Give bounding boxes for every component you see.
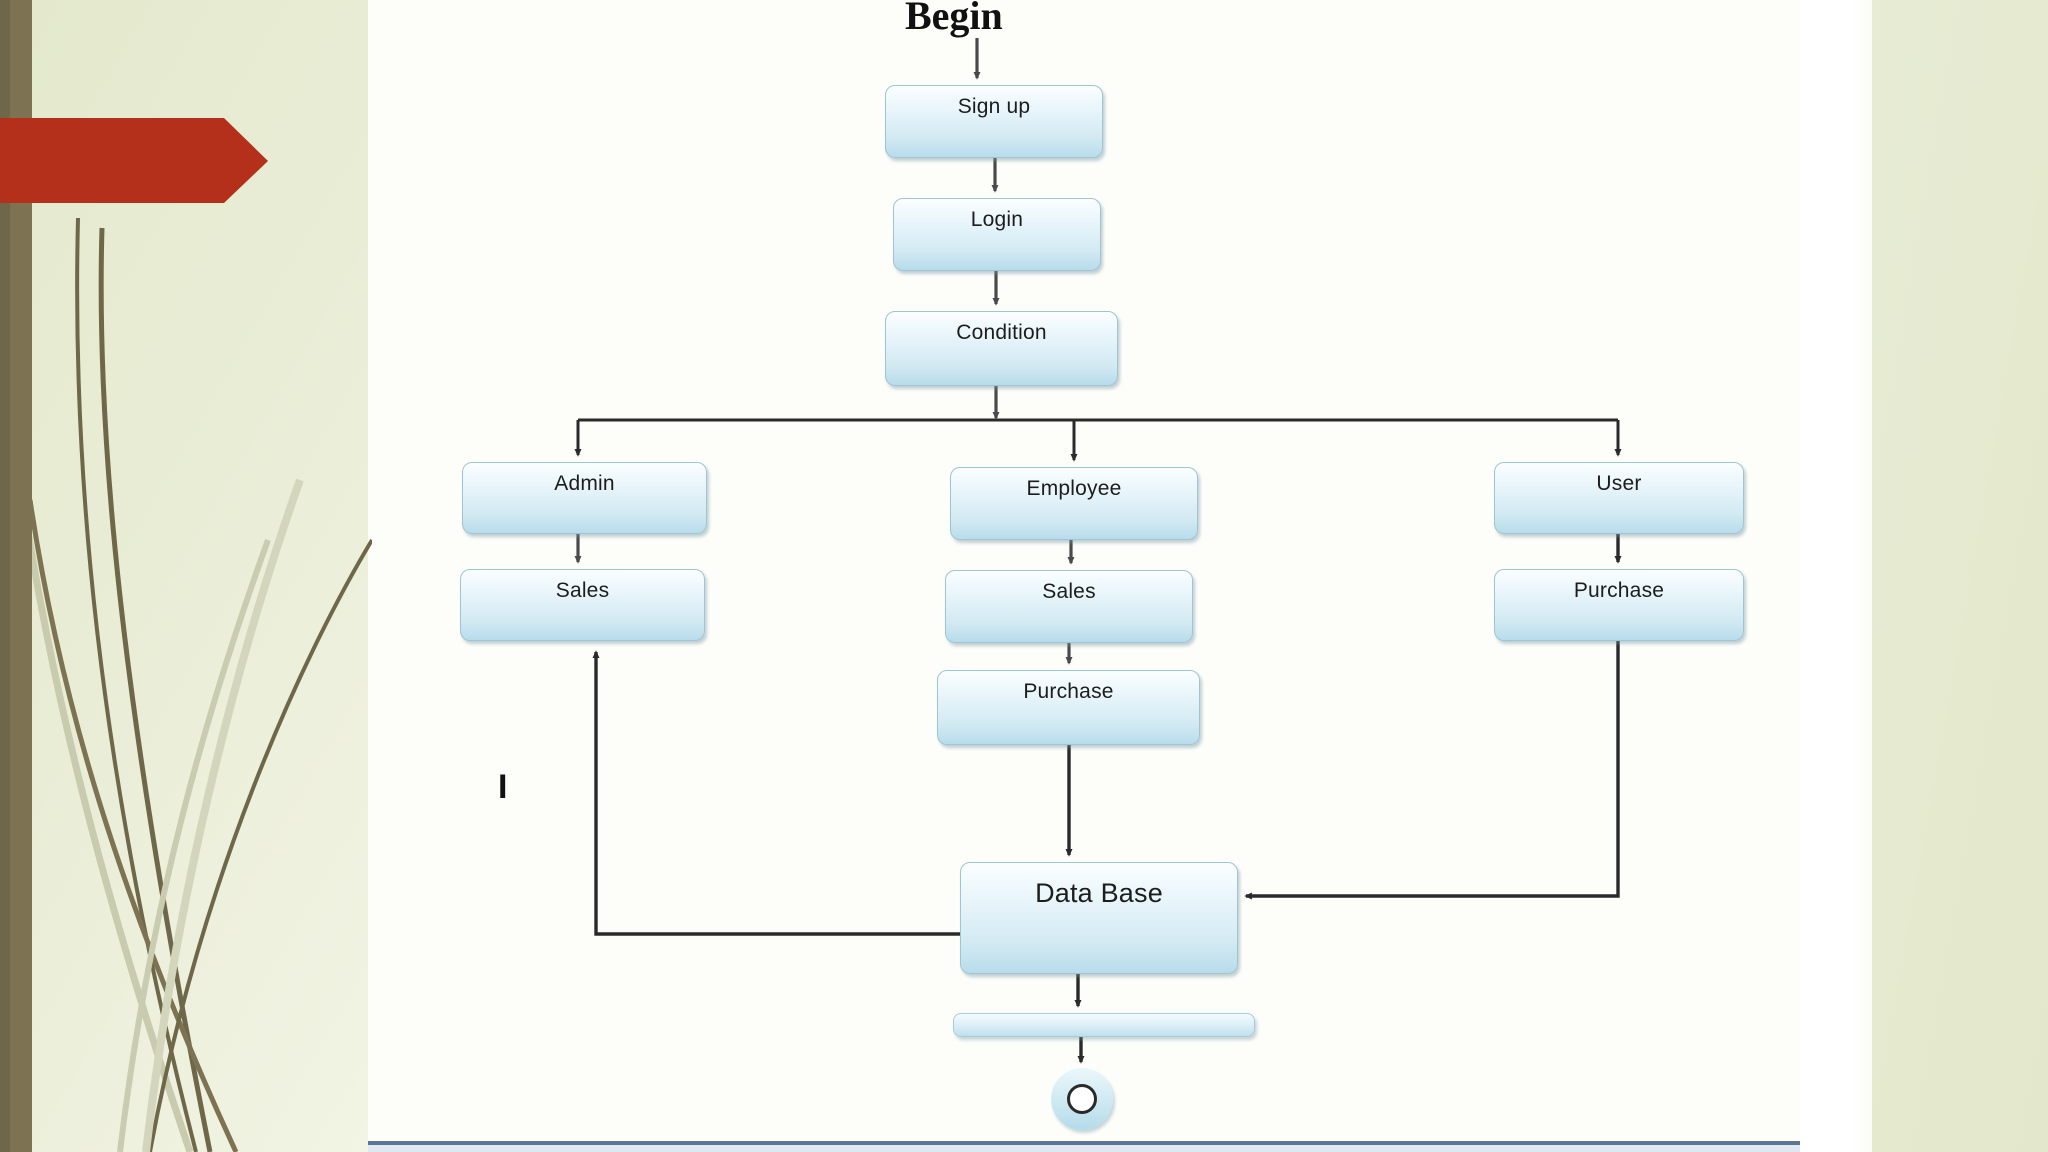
node-user-purchase-label: Purchase — [1573, 579, 1665, 602]
node-condition-label: Condition — [956, 321, 1047, 344]
node-user-purchase[interactable]: Purchase — [1494, 569, 1744, 641]
node-sign-up[interactable]: Sign up — [885, 85, 1103, 158]
node-user-label: User — [1596, 472, 1642, 495]
node-employee-sales-label: Sales — [1042, 580, 1096, 603]
node-login[interactable]: Login — [893, 198, 1101, 271]
node-employee[interactable]: Employee — [950, 467, 1198, 540]
node-login-label: Login — [970, 208, 1024, 231]
slide-content-right-fade — [1800, 0, 1872, 1152]
node-admin-sales-label: Sales — [555, 579, 610, 602]
node-data-base[interactable]: Data Base — [960, 862, 1238, 974]
slide-bottom-rule — [368, 1141, 1800, 1145]
node-condition[interactable]: Condition — [885, 311, 1118, 386]
activity-end-circle — [1051, 1068, 1113, 1130]
grass-decoration — [16, 217, 372, 1152]
node-data-base-label: Data Base — [1035, 878, 1163, 908]
begin-label: Begin — [905, 0, 1003, 38]
node-employee-purchase-label: Purchase — [1023, 680, 1114, 703]
node-sign-up-label: Sign up — [957, 95, 1031, 118]
node-employee-purchase[interactable]: Purchase — [937, 670, 1200, 745]
stray-text-mark: I — [498, 768, 508, 806]
red-chevron-banner — [0, 118, 268, 203]
node-employee-sales[interactable]: Sales — [945, 570, 1193, 643]
slide-bottom-rule-soft — [368, 1145, 1800, 1152]
olive-side-bar-edge — [0, 0, 10, 1152]
node-employee-label: Employee — [1026, 477, 1122, 500]
activity-final-bar — [953, 1013, 1255, 1037]
node-user[interactable]: User — [1494, 462, 1744, 534]
node-admin-label: Admin — [554, 472, 615, 495]
node-admin-sales[interactable]: Sales — [460, 569, 705, 641]
node-admin[interactable]: Admin — [462, 462, 707, 534]
